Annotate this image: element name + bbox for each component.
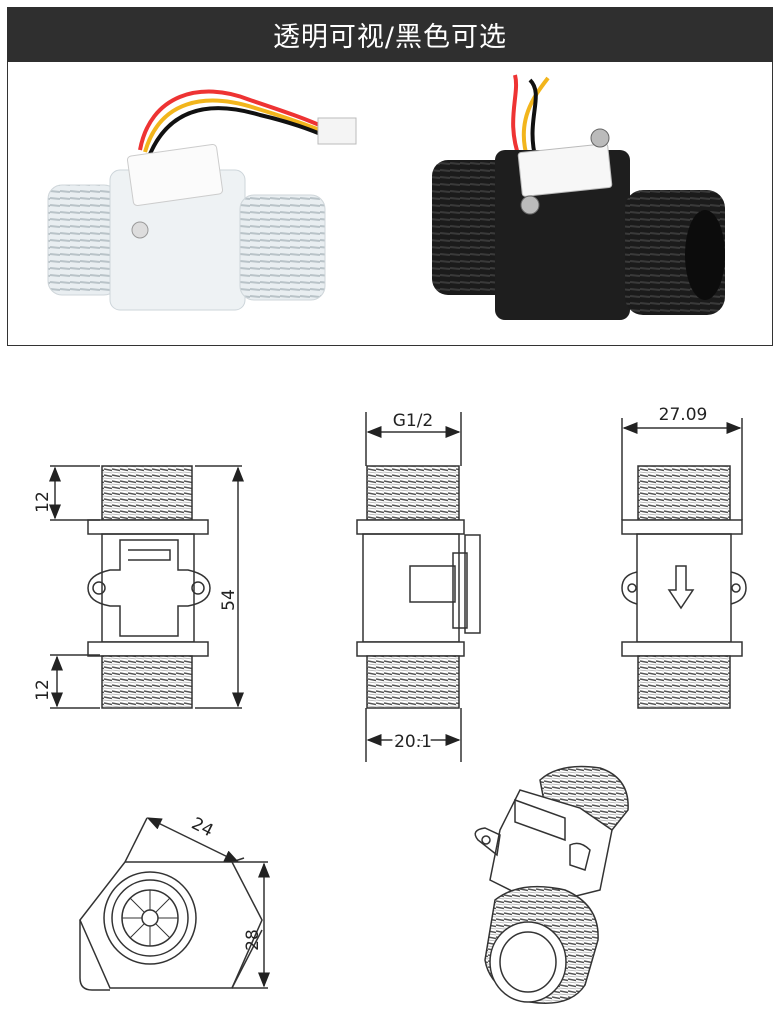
black-sensor-photo (432, 74, 725, 320)
dim-thread-length-bottom: 12 (33, 679, 53, 701)
end-view-drawing (79, 817, 270, 991)
dim-hex-across-flats: 24 (188, 814, 216, 842)
dim-hex-height: 28 (243, 929, 263, 951)
isometric-view-drawing (474, 765, 629, 1004)
side-view-drawing (356, 412, 481, 762)
transparent-sensor-photo (47, 89, 357, 311)
title-bar: 透明可视/黑色可选 (7, 7, 773, 62)
dim-thread-spec: G1/2 (393, 411, 434, 431)
dim-side-width: 20.1 (394, 732, 432, 752)
front-view-drawing (49, 465, 244, 709)
flow-direction-arrow-icon (667, 565, 695, 610)
back-view-drawing (621, 418, 747, 709)
dim-flange-width: 27.09 (659, 405, 708, 425)
page-title: 透明可视/黑色可选 (272, 22, 508, 53)
dim-total-length: 54 (219, 589, 239, 611)
dim-thread-length-top: 12 (33, 491, 53, 513)
